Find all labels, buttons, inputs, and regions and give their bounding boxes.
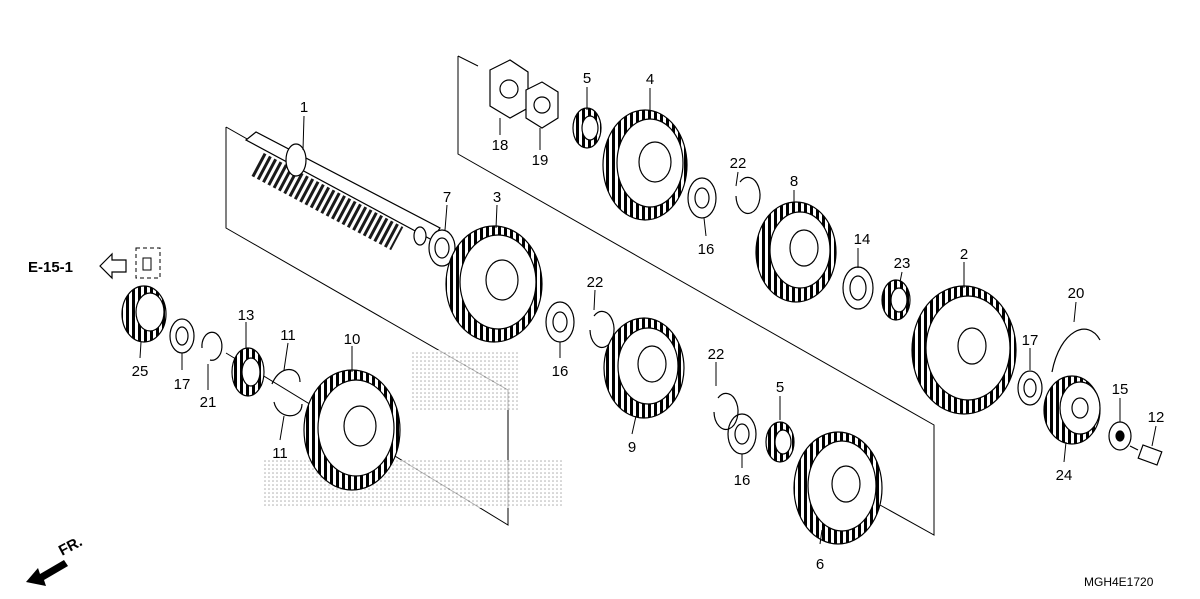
needle-bearing-part-5-upper [572,107,602,149]
bearing-part-13 [231,347,265,397]
callout-8: 8 [790,173,798,190]
thrust-washer-part-14 [842,266,874,310]
gear-part-8 [755,201,837,303]
leader-lines [139,87,1157,545]
split-collar-part-11-upper [271,368,301,385]
direction-label: FR. [56,533,85,559]
callout-23: 23 [894,255,911,272]
callout-11-upper: 11 [280,327,296,344]
callout-16-lower: 16 [734,472,751,489]
front-direction-indicator: FR. [26,533,85,586]
gear-part-2 [911,285,1017,415]
callout-5-upper: 5 [583,70,591,87]
gear-part-9 [603,317,685,419]
callout-19: 19 [532,152,549,169]
needle-bearing-part-7 [428,229,456,267]
callout-11-lower: 11 [272,445,288,462]
callout-17-right: 17 [1022,332,1039,349]
snap-ring-part-22-lower [713,392,739,431]
callout-15: 15 [1112,381,1129,398]
callout-12: 12 [1148,409,1165,426]
callout-21: 21 [200,394,217,411]
gear-part-3 [445,225,543,343]
lock-washer-part-18 [489,59,529,119]
callout-7: 7 [443,189,451,206]
circlip-part-21 [201,331,223,361]
callout-17-left: 17 [174,376,191,393]
bolt-part-12 [1129,444,1163,466]
callout-5-lower: 5 [776,379,784,396]
split-collar-part-11-lower [273,401,303,417]
callout-1: 1 [300,99,308,116]
section-ref-label[interactable]: E-15-1 [28,259,73,276]
mainshaft-part-1 [244,131,441,251]
gear-part-10 [303,369,401,491]
snap-ring-part-22-upper [735,176,761,215]
reference-code: MGH4E1720 [1084,575,1154,589]
callout-22-upper: 22 [730,155,747,172]
callout-22-middle: 22 [587,274,604,291]
lock-washer-part-19 [525,81,559,129]
screened-watermark [262,350,562,508]
callout-18: 18 [492,137,509,154]
needle-bearing-part-25 [121,285,167,343]
washer-part-15 [1108,421,1132,451]
thrust-washer-part-17-right [1017,370,1043,406]
callout-3: 3 [493,189,501,206]
callout-9: 9 [628,439,636,456]
section-reference[interactable]: E-15-1 [28,247,161,280]
front-arrow-icon [26,560,68,586]
callout-25: 25 [132,363,149,380]
thrust-washer-part-16-middle [545,301,575,343]
callout-14: 14 [854,231,871,248]
arrow-left-icon [99,252,127,280]
callout-labels: 1 2 3 4 5 5 6 7 8 9 10 11 11 12 13 14 15… [132,70,1165,573]
needle-bearing-part-5-lower [765,421,795,463]
set-ring-part-20 [1051,328,1101,373]
callout-2: 2 [960,246,968,263]
callout-10: 10 [344,331,361,348]
countershaft-frame [457,55,935,536]
callout-22-lower: 22 [708,346,725,363]
thrust-washer-part-17-left [169,318,195,354]
callout-4: 4 [646,71,654,88]
ball-bearing-part-24 [1043,375,1101,445]
callout-16-upper: 16 [698,241,715,258]
thrust-washer-part-16-upper [687,177,717,219]
callout-13: 13 [238,307,255,324]
callout-16-middle: 16 [552,363,569,380]
callout-20: 20 [1068,285,1085,302]
gear-part-6 [793,431,883,545]
thrust-washer-part-16-lower [727,413,757,455]
needle-bearing-part-23 [881,279,911,321]
callout-24: 24 [1056,467,1073,484]
callout-6: 6 [816,556,824,573]
gear-part-4 [602,109,688,221]
